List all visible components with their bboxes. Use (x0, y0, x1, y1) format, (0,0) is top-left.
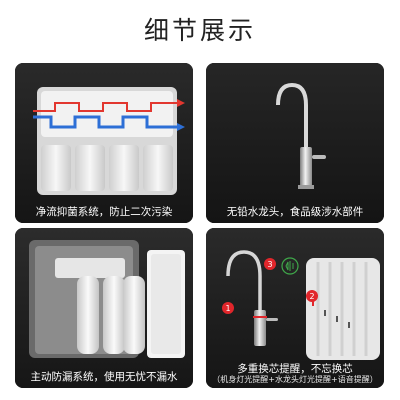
reminder-marker-1: 1 (225, 304, 230, 313)
reminder-marker-3: 3 (267, 260, 272, 269)
filter-unit-image (15, 63, 193, 223)
voice-icon (285, 261, 294, 271)
panel-filtration: 净流抑菌系统，防止二次污染 (15, 63, 193, 223)
leak-protection-image (15, 228, 193, 388)
panel-filter-reminder: 3 1 2 多重换芯提醒，不忘换芯 （机身灯光提醒+水龙头灯光提醒+语音提醒） (206, 228, 384, 388)
panel-caption: 净流抑菌系统，防止二次污染 (35, 206, 173, 218)
panel-caption: 无铅水龙头，食品级涉水部件 (226, 206, 364, 218)
panel-subcaption: （机身灯光提醒+水龙头灯光提醒+语音提醒） (212, 375, 378, 384)
panel-faucet: 无铅水龙头，食品级涉水部件 (206, 63, 384, 223)
panel-leak-protection: 主动防漏系统，使用无忧不漏水 (15, 228, 193, 388)
faucet-image (206, 63, 384, 223)
reminder-image: 3 1 2 (206, 228, 384, 388)
reminder-marker-2: 2 (309, 292, 314, 301)
panel-caption: 主动防漏系统，使用无忧不漏水 (30, 371, 178, 383)
page-title: 细节展示 (143, 16, 256, 45)
panel-caption: 多重换芯提醒，不忘换芯 (237, 363, 353, 375)
